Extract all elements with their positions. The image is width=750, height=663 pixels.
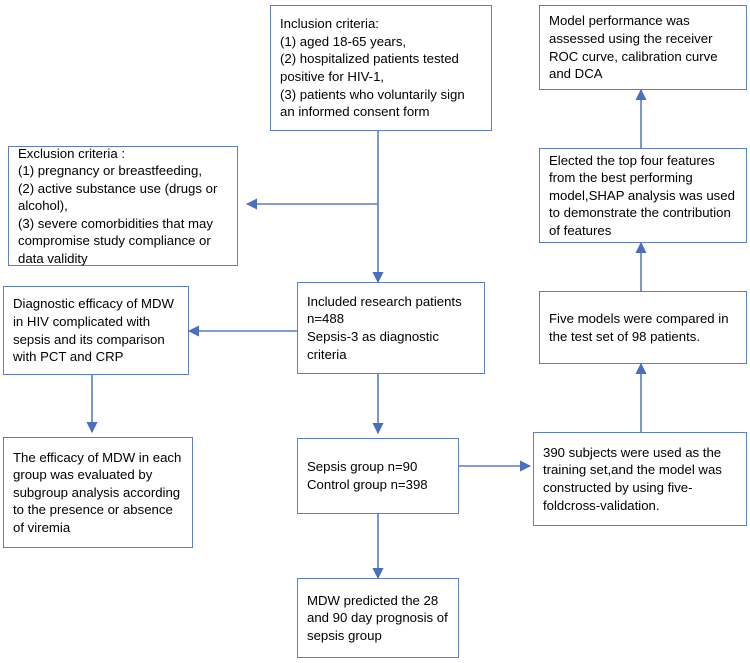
node-prognosis: MDW predicted the 28 and 90 day prognosi…	[297, 578, 459, 658]
node-exclusion-criteria: Exclusion criteria : (1) pregnancy or br…	[8, 146, 238, 266]
node-inclusion-criteria: Inclusion criteria: (1) aged 18-65 years…	[270, 5, 492, 131]
node-subgroup-efficacy: The efficacy of MDW in each group was ev…	[3, 437, 193, 548]
node-study-groups: Sepsis group n=90 Control group n=398	[297, 438, 459, 514]
node-model-performance: Model performance was assessed using the…	[539, 5, 747, 90]
node-five-models: Five models were compared in the test se…	[539, 291, 747, 364]
node-included-research: Included research patients n=488 Sepsis-…	[297, 282, 485, 374]
node-diagnostic-efficacy: Diagnostic efficacy of MDW in HIV compli…	[3, 286, 189, 375]
node-shap-analysis: Elected the top four features from the b…	[539, 148, 747, 243]
node-training-set: 390 subjects were used as the training s…	[533, 432, 747, 526]
